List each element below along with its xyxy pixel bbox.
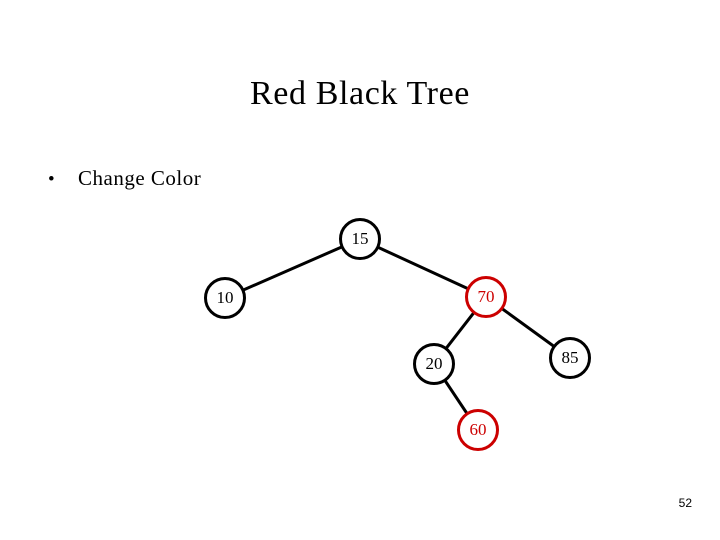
tree-edge-70-85 [500,307,556,348]
tree-edge-70-20 [444,311,476,350]
bullet-list: • Change Color [48,164,548,194]
tree-node-10[interactable]: 10 [204,277,246,319]
tree-node-label: 15 [351,229,369,248]
tree-node-label: 60 [469,420,487,439]
list-item: • Change Color [48,164,548,194]
tree-node-85[interactable]: 85 [549,337,591,379]
bullet-point-icon: • [48,169,55,190]
page-number: 52 [678,496,692,510]
tree-node-label: 70 [477,287,495,306]
tree-node-60[interactable]: 60 [457,409,499,451]
tree-node-label: 85 [561,348,579,367]
bullet-item-label: Change Color [78,166,202,190]
tree-node-label: 20 [425,354,443,373]
tree-edge-15-70 [376,245,470,291]
tree-node-20[interactable]: 20 [413,343,455,385]
tree-node-70[interactable]: 70 [465,276,507,318]
page-title: Red Black Tree [250,75,470,112]
tree-node-15[interactable]: 15 [339,218,381,260]
tree-edge-20-60 [443,379,469,415]
tree-edge-15-10 [241,245,344,292]
tree-node-label: 10 [216,288,234,307]
